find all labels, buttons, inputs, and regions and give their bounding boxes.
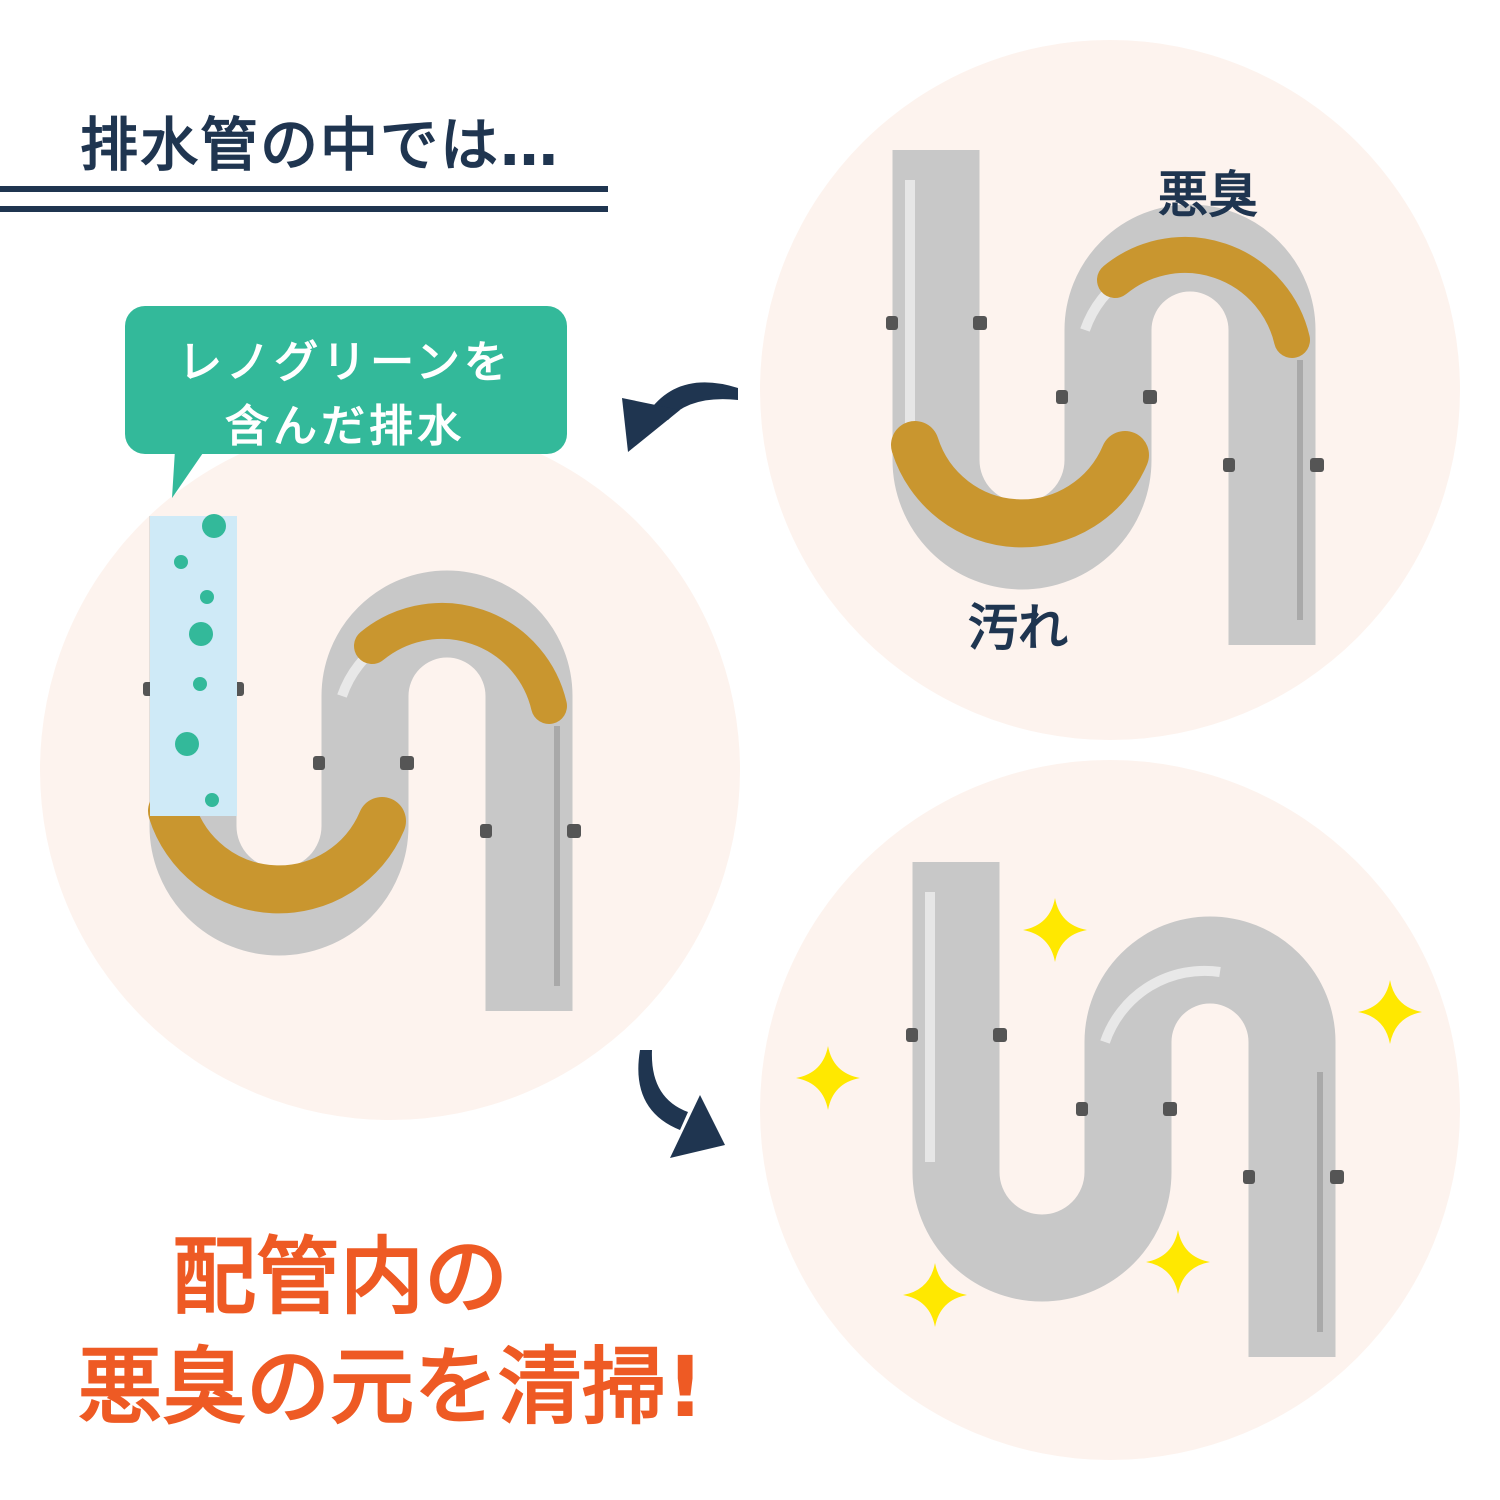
message-line-2: 悪臭の元を清掃!	[78, 1338, 705, 1436]
speech-bubble	[125, 306, 567, 498]
title-underline	[0, 186, 608, 192]
bubble-line-1: レノグリーンを	[178, 337, 512, 388]
arrow-icon-left	[622, 382, 738, 452]
arrow-icon-down	[638, 1050, 725, 1158]
bubble-line-2: 含んだ排水	[225, 401, 465, 452]
message-line-1: 配管内の	[171, 1228, 508, 1326]
bubbles	[174, 514, 226, 807]
page-title: 排水管の中では…	[80, 111, 561, 179]
pipe-cleaning	[143, 514, 581, 1011]
label-dirt: 汚れ	[968, 599, 1068, 657]
label-odor: 悪臭	[1158, 166, 1258, 224]
cleaning-water	[150, 516, 237, 816]
